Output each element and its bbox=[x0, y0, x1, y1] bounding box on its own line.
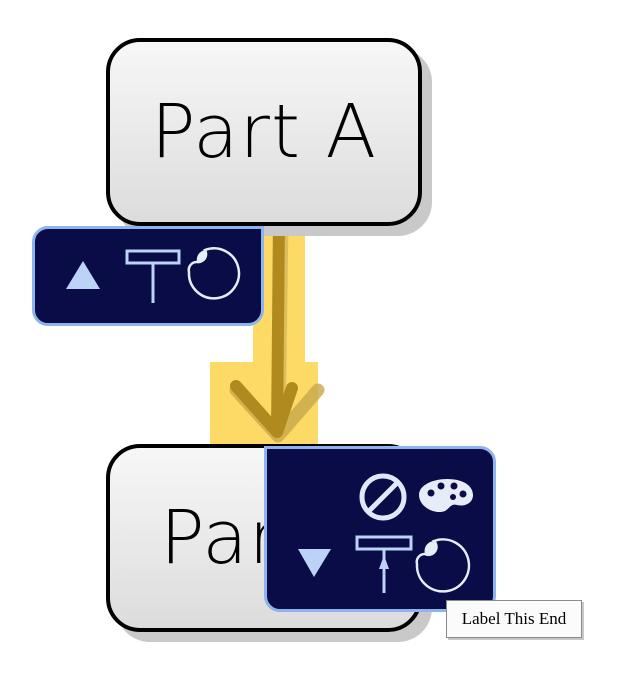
start-end-palette bbox=[32, 226, 264, 326]
node-part-a[interactable]: Part A bbox=[106, 38, 422, 226]
triangle-down-icon[interactable] bbox=[297, 545, 333, 581]
triangle-up-icon[interactable] bbox=[65, 259, 105, 299]
sticker-shape-icon[interactable] bbox=[185, 244, 241, 300]
color-palette-icon[interactable] bbox=[417, 477, 475, 515]
end-end-palette bbox=[264, 446, 496, 612]
end-label-text: Label This End bbox=[461, 609, 567, 628]
node-part-a-label: Part A bbox=[150, 89, 378, 175]
no-symbol-icon[interactable] bbox=[357, 471, 409, 523]
connector-line bbox=[271, 214, 285, 438]
arrowhead-shade bbox=[230, 380, 298, 438]
line-end-cap-icon[interactable] bbox=[125, 249, 181, 305]
end-label[interactable]: Label This End bbox=[446, 600, 582, 638]
sticker-shape-icon[interactable] bbox=[413, 535, 471, 593]
line-end-arrow-icon[interactable] bbox=[355, 535, 413, 595]
